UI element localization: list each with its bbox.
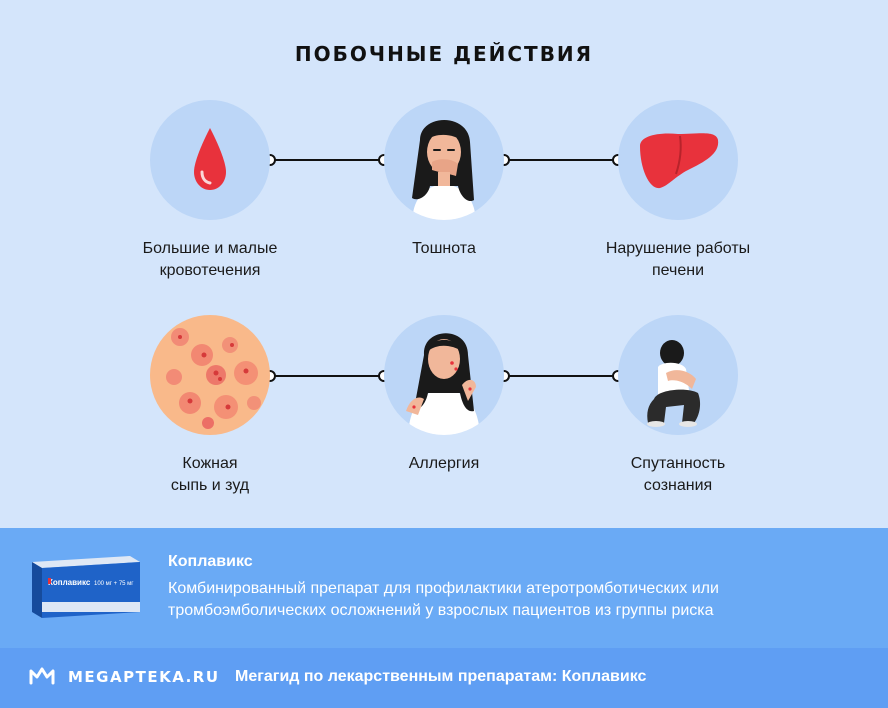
effect-label-line: кровотечения [159,262,261,279]
effect-label: Кожная сыпь и зуд [100,453,320,497]
page-title: ПОБОЧНЫЕ ДЕЙСТВИЯ [294,42,594,66]
liver-icon [640,133,719,189]
skin-rash-icon [166,328,261,429]
effect-label-line: Аллергия [408,455,480,472]
footer-bar [0,648,888,708]
effect-label-line: Нарушение работы [605,240,751,257]
effect-label: Аллергия [334,453,554,475]
effect-label-line: Спутанность [630,455,726,472]
itching-woman-icon [406,333,480,435]
nauseous-woman-icon [412,120,476,220]
megapteka-logo-icon[interactable] [28,665,56,687]
connector-line [270,375,384,377]
effect-label-line: Большие и малые [142,240,278,257]
effect-label: Нарушение работы печени [568,238,788,282]
effect-label: Спутанность сознания [568,453,788,497]
product-name: Коплавикс [168,553,253,570]
liver-circle [618,100,738,220]
medicine-box-image: Коплавикс 100 мг + 75 мг [24,552,144,622]
connector-line [504,159,618,161]
effect-label-line: сыпь и зуд [170,477,250,494]
footer-guide-text: Мегагид по лекарственным препаратам: Коп… [235,668,647,685]
blood-drop-icon [194,128,226,190]
effect-label-line: Тошнота [412,240,476,257]
box-brand-text: Коплавикс [48,578,91,587]
product-description-line: Комбинированный препарат для профилактик… [168,580,719,597]
product-banner [0,528,888,648]
logo-text[interactable]: MEGAPTEKA.RU [68,668,220,686]
allergy-circle [384,315,504,435]
confused-person-icon [647,340,701,427]
connector-line [270,159,384,161]
effect-label: Большие и малые кровотечения [100,238,320,282]
effect-label-line: сознания [643,477,713,494]
product-description-line: тромбоэмболических осложнений у взрослых… [168,602,714,619]
bleeding-circle [150,100,270,220]
connector-line [504,375,618,377]
effect-label-line: печени [651,262,705,279]
product-description: Комбинированный препарат для профилактик… [168,578,858,622]
nausea-circle [384,100,504,220]
confusion-circle [618,315,738,435]
box-dosage-text: 100 мг + 75 мг [94,581,134,587]
skin-rash-circle [150,315,270,435]
effect-label-line: Кожная [182,455,238,472]
effect-label: Тошнота [334,238,554,260]
